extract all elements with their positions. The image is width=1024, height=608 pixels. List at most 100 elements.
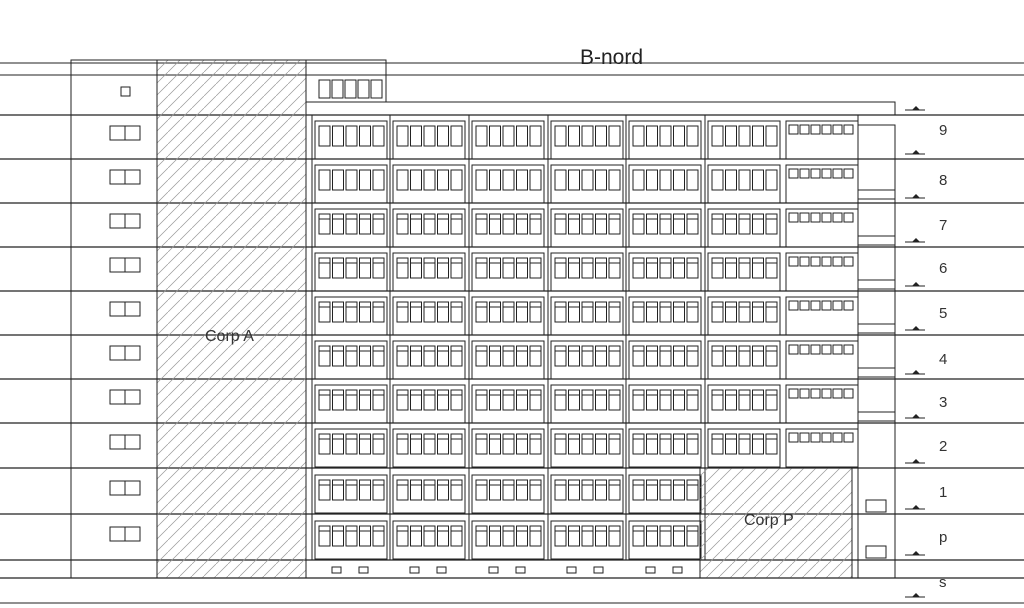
window [372,125,385,147]
window [502,213,515,235]
balcony-bay [471,164,545,204]
vent [488,566,499,574]
window [489,389,501,411]
window [865,545,887,559]
vent [409,566,420,574]
window [711,213,724,235]
level-marker-icon [912,150,920,154]
window [359,479,371,501]
window [396,125,409,147]
window [410,213,422,235]
window [686,213,699,235]
window [810,344,821,355]
window [318,169,331,191]
window [843,432,854,443]
window [632,301,645,323]
balcony-bay [550,120,624,160]
window [554,301,567,323]
window [502,525,515,547]
window [568,345,580,367]
window [529,169,542,191]
window [765,345,778,367]
balcony-bay [471,474,545,514]
window [372,169,385,191]
window [124,213,141,229]
window [725,257,737,279]
balcony-bay [550,384,624,424]
balcony-bay [314,164,388,204]
window [659,345,672,367]
window [738,433,751,455]
window [475,345,488,367]
window [423,213,436,235]
balcony-bay [550,252,624,292]
balcony-bay [314,252,388,292]
window [516,125,528,147]
window [659,169,672,191]
window [109,213,126,229]
window [332,479,344,501]
window [632,479,645,501]
window [765,433,778,455]
window [686,301,699,323]
level-marker-icon [912,414,920,418]
window [332,389,344,411]
window [437,345,449,367]
balcony-bay [314,296,388,336]
balcony-bay [628,520,702,560]
balcony-bay [471,120,545,160]
window [345,169,358,191]
window [554,169,567,191]
window [608,479,621,501]
balcony-bay [628,296,702,336]
window [646,479,658,501]
window [843,300,854,311]
window [372,525,385,547]
window [124,389,141,405]
window [124,125,141,141]
window [632,169,645,191]
balcony-bay [392,428,466,468]
window [810,300,821,311]
slab [857,323,896,334]
balcony-bay [550,520,624,560]
window [410,169,422,191]
window [345,125,358,147]
window [345,301,358,323]
window [529,257,542,279]
balcony-bay [314,120,388,160]
vent [566,566,577,574]
window [608,125,621,147]
window [345,433,358,455]
window [832,432,843,443]
window [318,525,331,547]
window [423,345,436,367]
window [423,389,436,411]
window [581,525,594,547]
penthouse [305,59,387,103]
window [450,525,463,547]
window [124,434,141,450]
window [673,257,685,279]
window [725,345,737,367]
window [359,125,371,147]
window [843,256,854,267]
window [475,169,488,191]
window [646,169,658,191]
window [752,257,764,279]
window [725,389,737,411]
balcony-bay [392,474,466,514]
window [502,301,515,323]
window [673,479,685,501]
window [370,79,383,99]
balcony-bay [707,164,781,204]
balcony-bay [628,340,702,380]
balcony-bay [550,474,624,514]
window [581,169,594,191]
window [554,257,567,279]
balcony-bay [314,384,388,424]
window [810,256,821,267]
window [711,345,724,367]
window [738,389,751,411]
